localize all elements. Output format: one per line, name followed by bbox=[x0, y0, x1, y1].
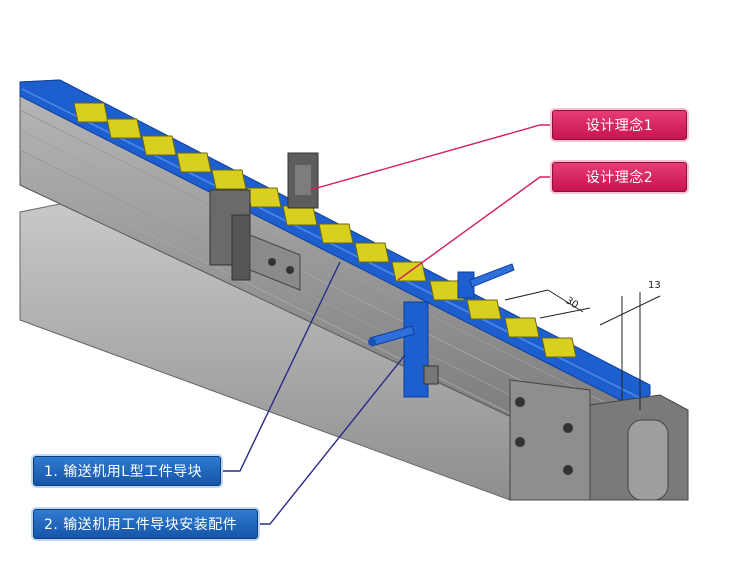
dimension-30 bbox=[504, 289, 591, 319]
callout-l-type-guide-block: 1. 输送机用L型工件导块 bbox=[33, 456, 221, 486]
callout-design-concept-1: 设计理念1 bbox=[552, 110, 687, 140]
dimension-13 bbox=[599, 292, 661, 410]
leader-item2 bbox=[258, 354, 406, 525]
leader-design1 bbox=[309, 124, 552, 191]
callout-design-concept-2: 设计理念2 bbox=[552, 162, 687, 192]
leader-lines bbox=[221, 124, 552, 525]
grey-bracket-2 bbox=[209, 189, 301, 291]
end-plate bbox=[509, 379, 689, 501]
blue-mount-accessory-front bbox=[368, 301, 439, 398]
blue-mount-accessory-back bbox=[457, 263, 515, 299]
guide-blocks bbox=[73, 102, 577, 358]
callout-guide-block-mount-accessory: 2. 输送机用工件导块安装配件 bbox=[33, 509, 258, 539]
leader-item1 bbox=[221, 261, 341, 472]
grey-bracket-1 bbox=[287, 152, 319, 209]
leader-design2 bbox=[397, 176, 552, 281]
dimension-13-label: 13 bbox=[648, 280, 661, 291]
